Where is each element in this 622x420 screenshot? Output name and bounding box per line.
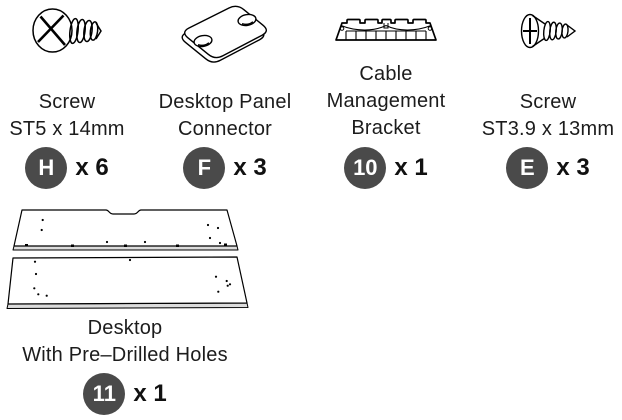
part-name-line: Desktop xyxy=(87,317,163,339)
part-item-connector-f: Desktop Panel Connector F x 3 xyxy=(150,0,300,195)
flat-head-screw-icon xyxy=(520,13,577,49)
part-name-line: Cable xyxy=(359,63,413,85)
part-name-line: Management xyxy=(326,90,446,112)
part-qty: x 3 xyxy=(556,154,590,181)
part-name-line: With Pre–Drilled Holes xyxy=(22,344,228,366)
badge-row: H x 6 xyxy=(0,147,134,189)
badge-row: 11 x 1 xyxy=(0,373,250,415)
part-badge: 10 xyxy=(344,147,387,189)
part-item-bracket-10: Cable Management Bracket 10 x 1 xyxy=(314,0,458,195)
part-qty: x 6 xyxy=(75,154,109,181)
part-name: Screw ST5 x 14mm xyxy=(0,89,159,143)
part-name-line: Screw xyxy=(519,91,577,113)
part-item-screw-h: Screw ST5 x 14mm H x 6 xyxy=(0,0,134,195)
part-badge: E xyxy=(506,147,549,189)
part-badge: F xyxy=(183,147,226,189)
part-name-line: Screw xyxy=(38,91,96,113)
part-name-line: Connector xyxy=(177,118,273,140)
cable-bracket-icon xyxy=(335,18,437,41)
part-item-desktop-11: Desktop With Pre–Drilled Holes 11 x 1 xyxy=(0,195,250,420)
part-qty: x 1 xyxy=(133,380,167,407)
desktop-panels-icon xyxy=(6,209,249,309)
part-name: Desktop With Pre–Drilled Holes xyxy=(0,315,275,369)
part-name-line: Bracket xyxy=(351,117,421,139)
part-name-line: ST3.9 x 13mm xyxy=(481,118,615,140)
part-name: Screw ST3.9 x 13mm xyxy=(451,89,622,143)
pan-head-screw-icon xyxy=(32,8,102,53)
part-name-line: ST5 x 14mm xyxy=(9,118,125,140)
part-name: Desktop Panel Connector xyxy=(125,89,325,143)
part-name: Cable Management Bracket xyxy=(289,61,483,142)
badge-row: F x 3 xyxy=(150,147,300,189)
badge-row: E x 3 xyxy=(476,147,620,189)
badge-row: 10 x 1 xyxy=(314,147,458,189)
part-qty: x 1 xyxy=(394,154,428,181)
part-name-line: Desktop Panel xyxy=(158,91,292,113)
part-qty: x 3 xyxy=(233,154,267,181)
panel-connector-icon xyxy=(181,5,267,63)
part-badge: 11 xyxy=(83,373,126,415)
part-badge: H xyxy=(25,147,68,189)
part-item-screw-e: Screw ST3.9 x 13mm E x 3 xyxy=(476,0,620,195)
